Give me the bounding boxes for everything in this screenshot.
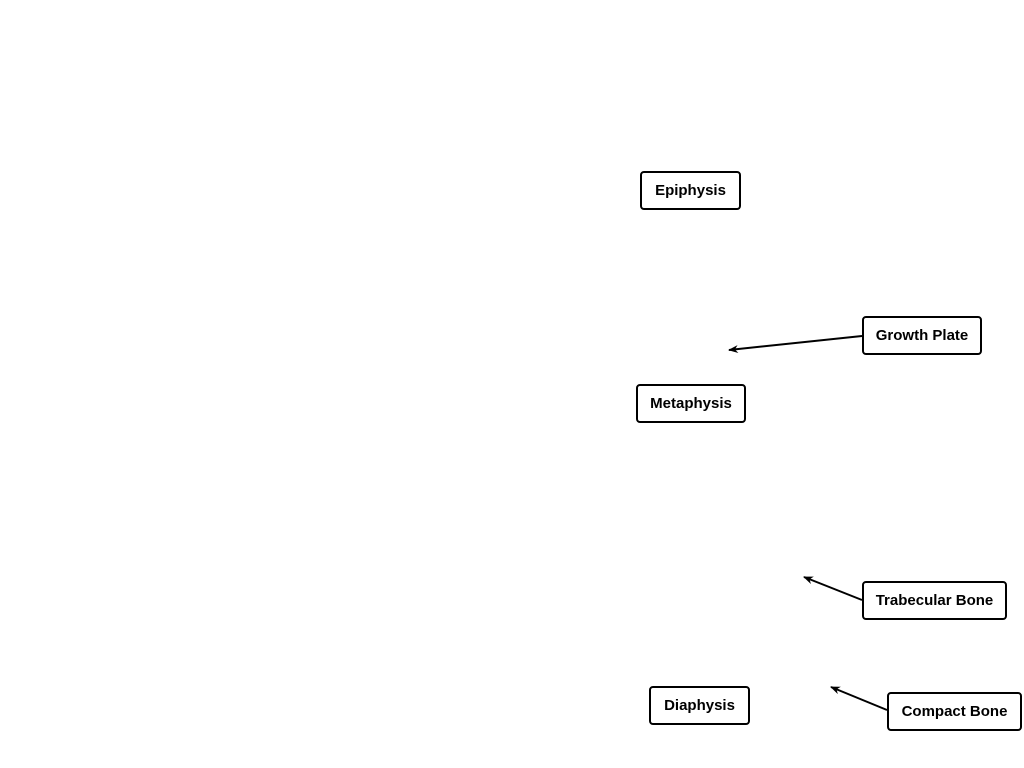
growth-plate-label: Growth Plate [862, 316, 982, 355]
trabecular-bone-label: Trabecular Bone [862, 581, 1007, 620]
trabecular-bone-arrow [803, 576, 863, 601]
compact-bone-label: Compact Bone [887, 692, 1022, 731]
compact-bone-arrow [830, 686, 888, 711]
diaphysis-label: Diaphysis [649, 686, 750, 725]
metaphysis-label: Metaphysis [636, 384, 746, 423]
epiphysis-label: Epiphysis [640, 171, 741, 210]
growth-plate-arrow [728, 335, 863, 354]
